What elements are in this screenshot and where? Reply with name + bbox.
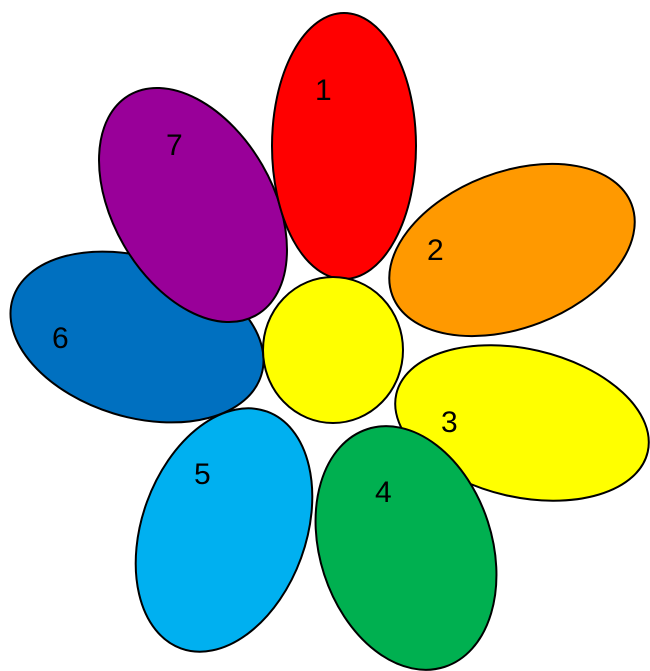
petal-5-label: 5 [194, 458, 211, 491]
petal-1-label: 1 [315, 74, 332, 107]
petal-5: 5 [104, 384, 344, 671]
petal-3-label: 3 [441, 406, 458, 439]
petal-4-label: 4 [375, 476, 392, 509]
petal-6-label: 6 [52, 322, 69, 355]
petal-1-shape [272, 13, 416, 279]
petal-1: 1 [272, 13, 416, 279]
petal-2-label: 2 [427, 234, 444, 267]
petal-7-label: 7 [166, 129, 183, 162]
flower-center [263, 277, 403, 423]
petal-5-shape [104, 384, 344, 671]
